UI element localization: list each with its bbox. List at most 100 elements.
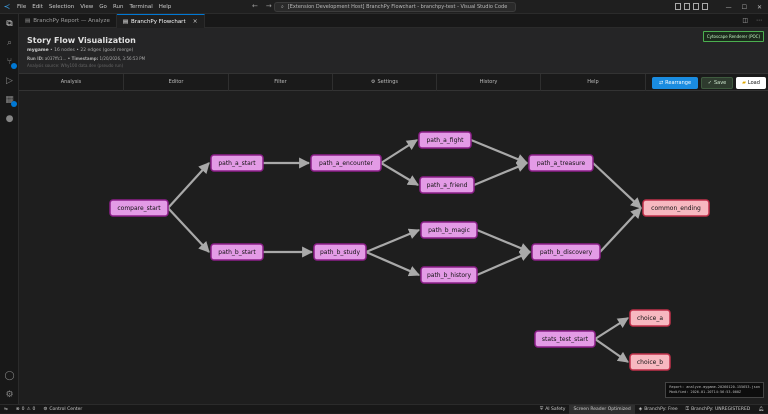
edge-path_a_fight-to-path_a_treasure[interactable] — [470, 138, 529, 165]
more-actions-icon[interactable]: ⋯ — [756, 17, 762, 24]
edge-path_b_study-to-path_b_history[interactable] — [365, 250, 421, 277]
node-common-ending[interactable]: common_ending — [642, 199, 710, 217]
node-path-b-start[interactable]: path_b_start — [210, 243, 264, 261]
node-box[interactable] — [629, 353, 671, 371]
tab-history[interactable]: History — [437, 73, 541, 91]
edge-compare_start-to-path_b_start[interactable] — [167, 207, 210, 253]
page-title: Story Flow Visualization — [27, 36, 136, 45]
command-center-label: [Extension Development Host] BranchPy Fl… — [287, 4, 508, 10]
remote-indicator[interactable]: ⇋ — [0, 405, 12, 414]
node-path-b-discovery[interactable]: path_b_discovery — [531, 243, 601, 261]
edge-path_b_magic-to-path_b_discovery[interactable] — [476, 228, 532, 254]
tab-help[interactable]: Help — [541, 73, 646, 91]
toggle-panel-icon[interactable] — [684, 3, 690, 10]
tab-settings[interactable]: ⚙ Settings — [333, 73, 437, 91]
menu-file[interactable]: File — [17, 3, 27, 10]
menu-help[interactable]: Help — [158, 3, 172, 10]
node-box[interactable] — [420, 266, 478, 284]
node-path-b-magic[interactable]: path_b_magic — [420, 221, 478, 239]
edge-path_a_encounter-to-path_a_friend[interactable] — [380, 162, 419, 186]
search-icon[interactable]: ⌕ — [6, 37, 13, 48]
node-path-a-friend[interactable]: path_a_friend — [419, 176, 475, 194]
node-path-a-treasure[interactable]: path_a_treasure — [528, 154, 594, 172]
node-path-b-history[interactable]: path_b_history — [420, 266, 478, 284]
branchpy-registration-item[interactable]: ⚿ BranchPy: UNREGISTERED — [682, 405, 755, 414]
tab-analysis[interactable]: Analysis — [19, 73, 124, 91]
menu-edit[interactable]: Edit — [32, 3, 43, 10]
node-label: choice_b — [637, 359, 663, 366]
screen-reader-item[interactable]: Screen Reader Optimized — [569, 404, 635, 414]
explorer-icon[interactable]: ⧉ — [6, 18, 13, 29]
node-label: path_a_friend — [427, 182, 468, 189]
node-box[interactable] — [528, 154, 594, 172]
extensions-icon[interactable]: ▦ — [4, 94, 17, 107]
split-editor-icon[interactable]: ◫ — [742, 17, 748, 24]
forward-arrow-icon[interactable]: → — [265, 2, 272, 10]
back-arrow-icon[interactable]: ← — [252, 2, 258, 10]
tab-file-icon: ▤ — [25, 18, 31, 24]
edge-path_b_discovery-to-common_ending[interactable] — [599, 207, 642, 253]
tab-close-icon[interactable]: × — [192, 18, 198, 25]
maximize-icon[interactable]: ☐ — [741, 3, 747, 11]
node-box[interactable] — [419, 176, 475, 194]
run-debug-icon[interactable]: ▷ — [6, 75, 13, 86]
node-compare-start[interactable]: compare_start — [109, 199, 169, 217]
source-control-icon[interactable]: ⑂ — [4, 56, 17, 69]
save-button[interactable]: ✓ Save — [701, 77, 733, 89]
problems-indicator[interactable]: ⊗0 ⚠0 — [12, 405, 40, 414]
node-box[interactable] — [109, 199, 169, 217]
node-path-b-study[interactable]: path_b_study — [313, 243, 367, 261]
customize-layout-icon[interactable] — [702, 3, 708, 10]
toggle-secondary-sidebar-icon[interactable] — [693, 3, 699, 10]
node-stats-test-start[interactable]: stats_test_start — [534, 330, 596, 348]
node-box[interactable] — [420, 221, 478, 239]
edge-stats_test_start-to-choice_a[interactable] — [594, 317, 629, 340]
menu-selection[interactable]: Selection — [48, 3, 75, 10]
edge-stats_test_start-to-choice_b[interactable] — [594, 338, 629, 363]
node-box[interactable] — [531, 243, 601, 261]
node-box[interactable] — [534, 330, 596, 348]
graph-canvas[interactable]: compare_start path_a_start path_a_encounte… — [19, 91, 768, 404]
branchpy-free-item[interactable]: ◈ BranchPy: Free — [635, 405, 682, 414]
node-box[interactable] — [210, 243, 264, 261]
load-button[interactable]: ▰ Load — [736, 77, 766, 89]
branchpy-icon[interactable]: ● — [5, 113, 14, 124]
minimize-icon[interactable]: — — [725, 3, 732, 11]
menu-run[interactable]: Run — [112, 3, 124, 10]
node-path-a-encounter[interactable]: path_a_encounter — [310, 154, 382, 172]
node-path-a-start[interactable]: path_a_start — [210, 154, 264, 172]
tab-branchpy-report[interactable]: ▤ BranchPy Report — Analyze — [19, 14, 117, 28]
manage-gear-icon[interactable]: ⚙ — [5, 389, 14, 400]
menu-terminal[interactable]: Terminal — [129, 3, 153, 10]
tab-editor[interactable]: Editor — [124, 73, 229, 91]
menu-view[interactable]: View — [80, 3, 94, 10]
notifications-item[interactable]: 🔔︎ — [754, 405, 768, 414]
edge-path_a_treasure-to-common_ending[interactable] — [592, 162, 642, 209]
edge-path_a_encounter-to-path_a_fight[interactable] — [380, 139, 418, 164]
report-info-box: Report: analyze-mygame-20260120-155653.j… — [665, 382, 764, 398]
node-choice-b[interactable]: choice_b — [629, 353, 671, 371]
close-window-icon[interactable]: ✕ — [756, 3, 762, 11]
edge-path_b_study-to-path_b_magic[interactable] — [365, 228, 421, 254]
accounts-icon[interactable]: ◯ — [4, 370, 15, 381]
node-box[interactable] — [310, 154, 382, 172]
node-path-a-fight[interactable]: path_a_fight — [418, 131, 472, 149]
edge-path_a_friend-to-path_a_treasure[interactable] — [473, 161, 529, 187]
tab-filter[interactable]: Filter — [229, 73, 333, 91]
rearrange-button[interactable]: ⇄ Rearrange — [652, 77, 698, 89]
tab-branchpy-flowchart[interactable]: ▤ BranchPy Flowchart × — [116, 14, 205, 28]
toggle-primary-sidebar-icon[interactable] — [675, 3, 681, 10]
flowchart-graph[interactable]: compare_start path_a_start path_a_encounte… — [19, 91, 768, 404]
control-center-item[interactable]: ⚙ Control Center — [39, 405, 86, 414]
node-box[interactable] — [418, 131, 472, 149]
node-box[interactable] — [313, 243, 367, 261]
menu-go[interactable]: Go — [99, 3, 107, 10]
edge-path_b_history-to-path_b_discovery[interactable] — [476, 250, 532, 277]
command-center[interactable]: ⌕ [Extension Development Host] BranchPy … — [274, 2, 516, 12]
node-choice-a[interactable]: choice_a — [629, 309, 671, 327]
node-box[interactable] — [629, 309, 671, 327]
ai-safety-item[interactable]: ⛨ AI Safety — [536, 405, 570, 414]
edge-compare_start-to-path_a_start[interactable] — [167, 162, 210, 209]
node-box[interactable] — [210, 154, 264, 172]
node-box[interactable] — [642, 199, 710, 217]
